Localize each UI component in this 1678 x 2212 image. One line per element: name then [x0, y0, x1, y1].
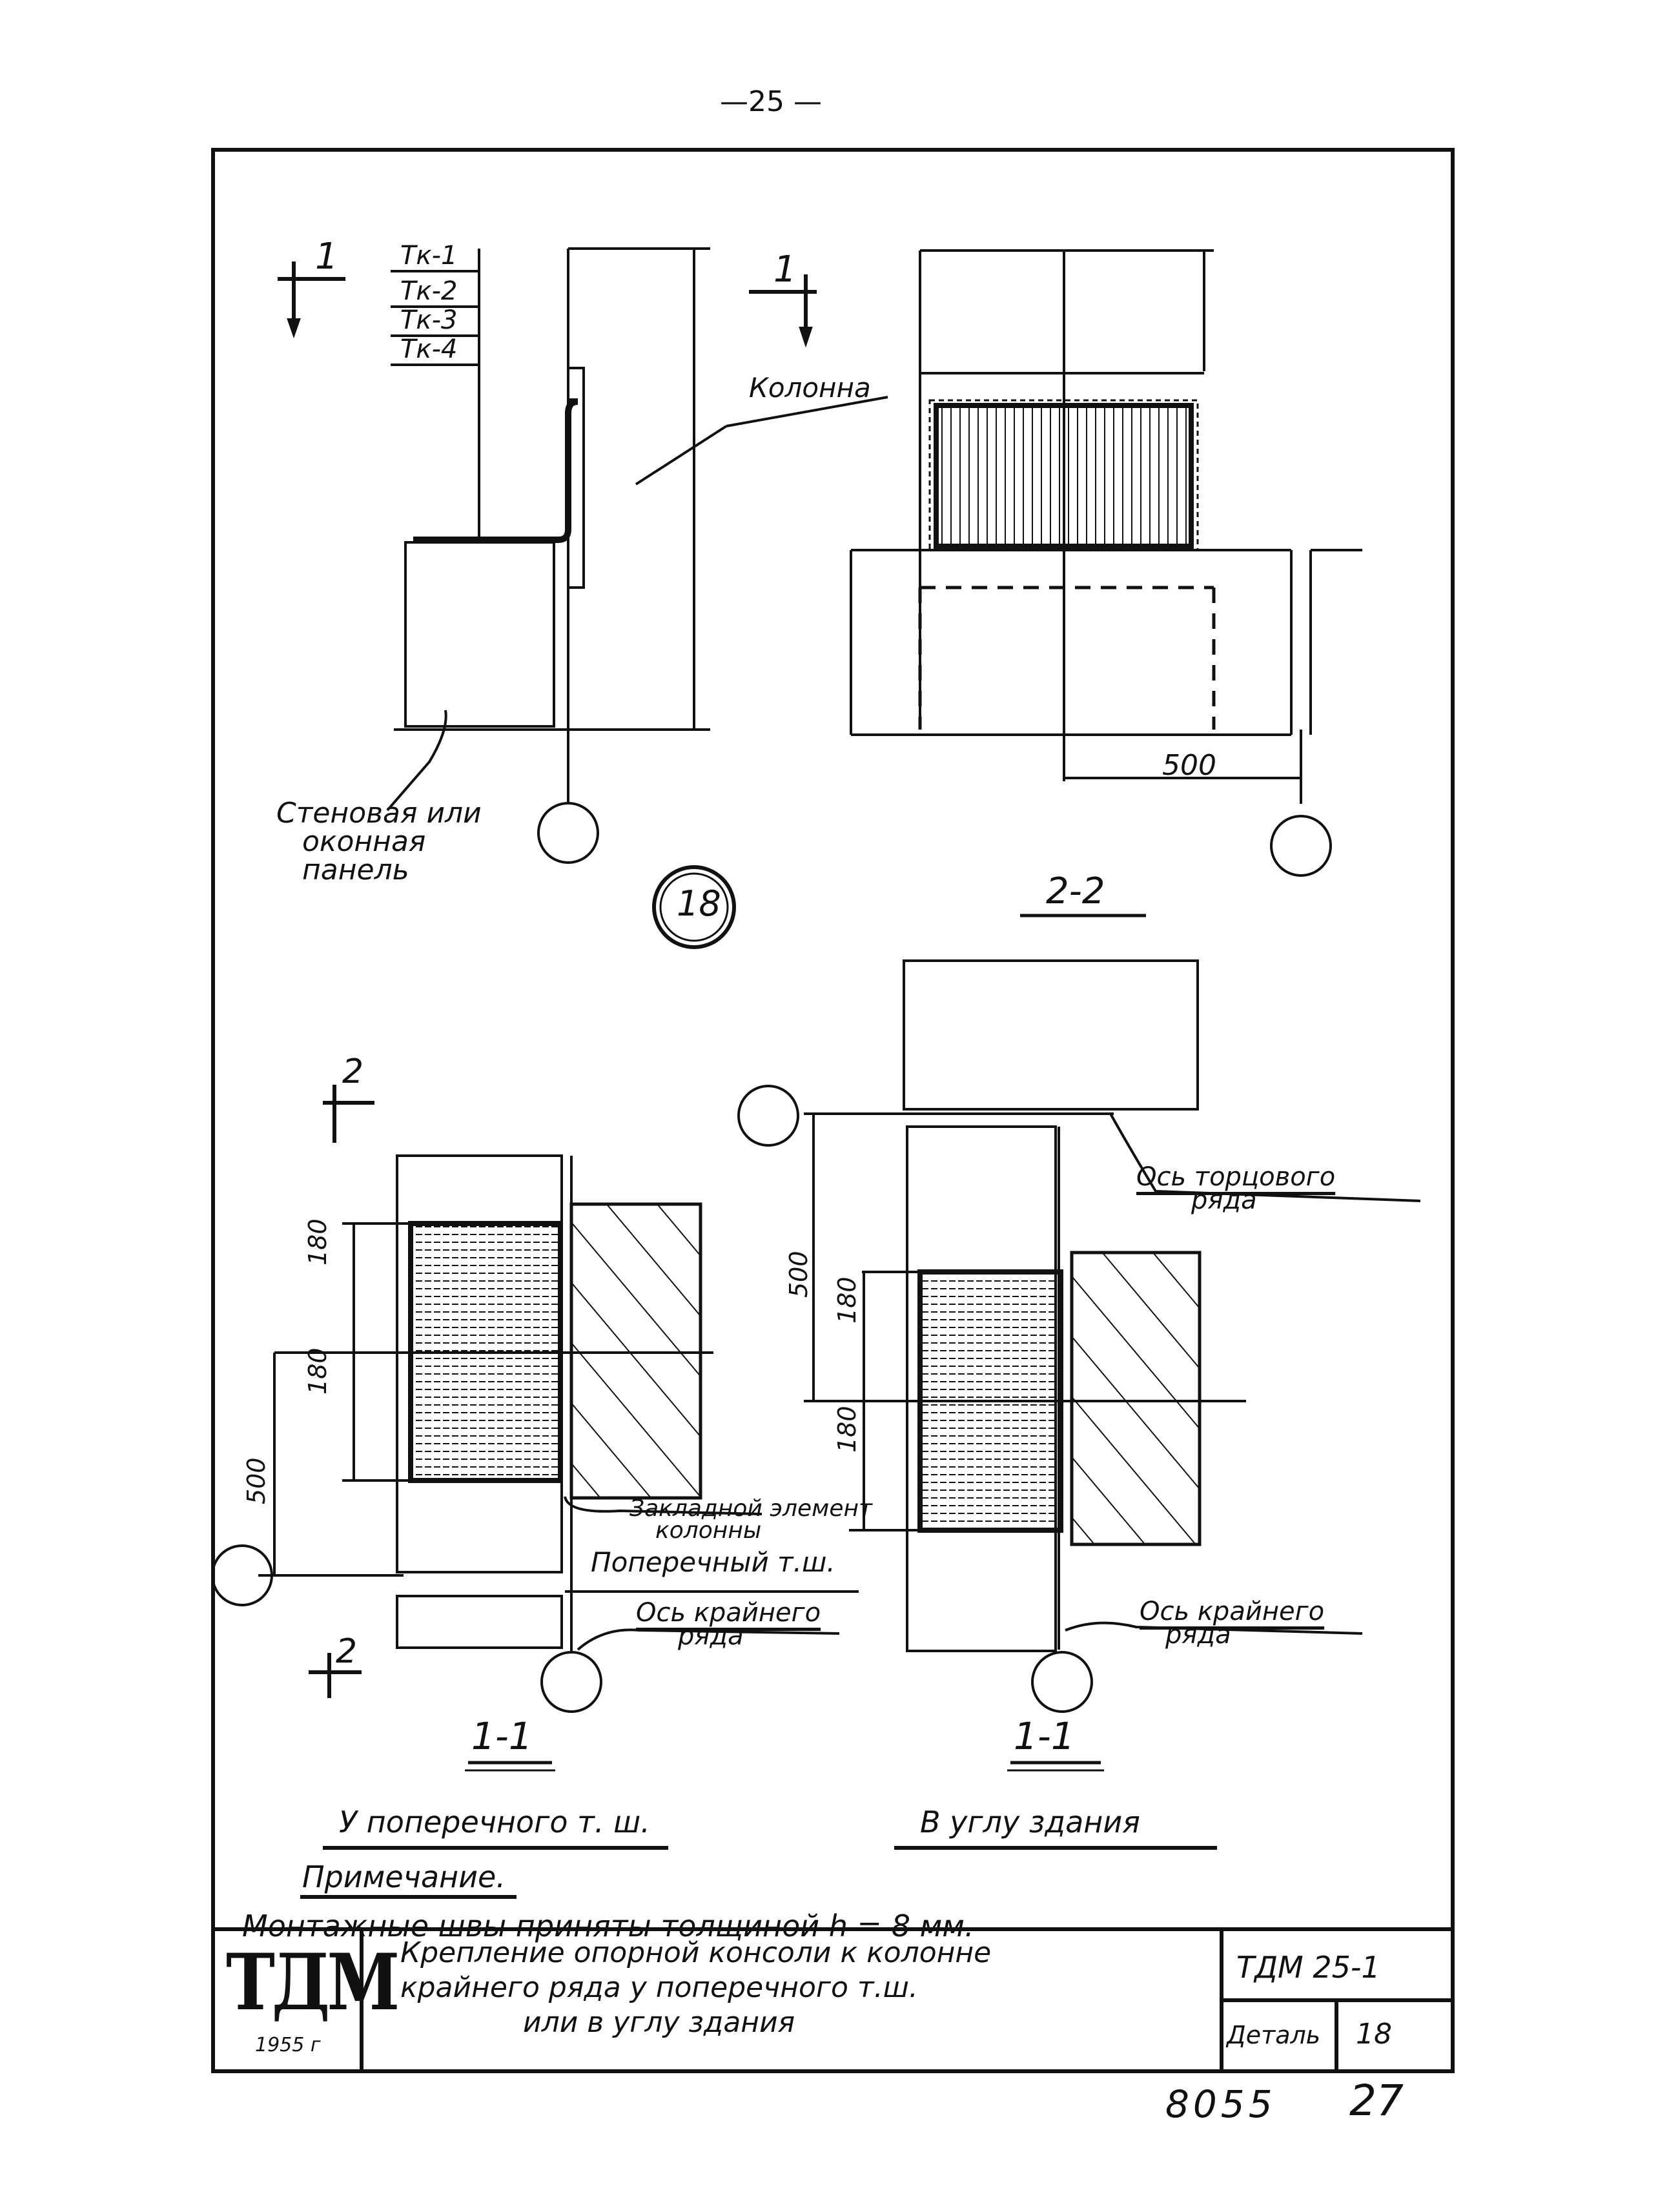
tk-label-1: Тк-1: [400, 241, 458, 271]
note-text: Монтажные швы приняты толщиной h = 8 мм.: [242, 1909, 974, 1943]
dim-180-c: 180: [833, 1276, 861, 1324]
dim-180-a: 180: [303, 1218, 332, 1265]
title-block-title: Крепление опорной консоли к колонне край…: [400, 1936, 992, 2039]
section-title-2-2: 2-2: [1046, 870, 1105, 912]
page-number: —25 —: [720, 85, 822, 118]
note-heading: Примечание.: [302, 1859, 506, 1894]
tdm-logo: ТДМ: [226, 1937, 400, 2028]
dim-500-right: 500: [784, 1251, 813, 1298]
bottom-left-view: [211, 1085, 859, 1772]
axis-label-left: Ось крайнего ряда: [636, 1598, 821, 1651]
section-mark-2-top: 2: [342, 1052, 364, 1091]
bottom-right-view: [737, 959, 1421, 1772]
caption-left: У поперечного т. ш.: [339, 1805, 650, 1839]
detail-number: 18: [677, 883, 721, 924]
section-mark-1-right: 1: [773, 249, 797, 291]
dim-180-d: 180: [833, 1406, 861, 1453]
tk-label-4: Тк-4: [400, 334, 458, 364]
footer-page: 27: [1349, 2076, 1404, 2125]
dim-500-top: 500: [1162, 749, 1216, 782]
caption-right: В углу здания: [920, 1805, 1140, 1839]
tk-label-2: Тк-2: [400, 276, 458, 306]
dim-500-left: 500: [242, 1457, 271, 1504]
embedded-element-label: Закладной элемент колонны: [629, 1495, 872, 1544]
caption-underlines: [300, 1846, 1217, 1899]
column-label: Колонна: [749, 372, 871, 404]
section-mark-1-left: 1: [315, 236, 338, 278]
axis-label-right: Ось крайнего ряда: [1140, 1597, 1325, 1650]
section-title-1-1-left: 1-1: [471, 1714, 533, 1758]
detail-value: 18: [1356, 2018, 1392, 2051]
sheet-frame: [211, 148, 1455, 2073]
dim-180-b: 180: [303, 1347, 332, 1395]
section-title-1-1-right: 1-1: [1014, 1714, 1075, 1758]
sheet-number: 8055: [1165, 2082, 1276, 2126]
detail-label: Деталь: [1227, 2021, 1321, 2049]
tk-label-3: Тк-3: [400, 305, 458, 335]
title-block-year: 1955 г: [255, 2034, 321, 2056]
section-mark-2-bottom: 2: [336, 1632, 358, 1671]
panel-label: Стеновая или оконная панель: [276, 797, 482, 886]
top-left-view: [278, 247, 888, 949]
title-block-code: ТДМ 25-1: [1236, 1950, 1380, 1985]
transverse-joint-label: Поперечный т.ш.: [591, 1546, 835, 1578]
end-axis-label: Ось торцового ряда: [1136, 1162, 1336, 1215]
top-right-view: [749, 249, 1362, 917]
